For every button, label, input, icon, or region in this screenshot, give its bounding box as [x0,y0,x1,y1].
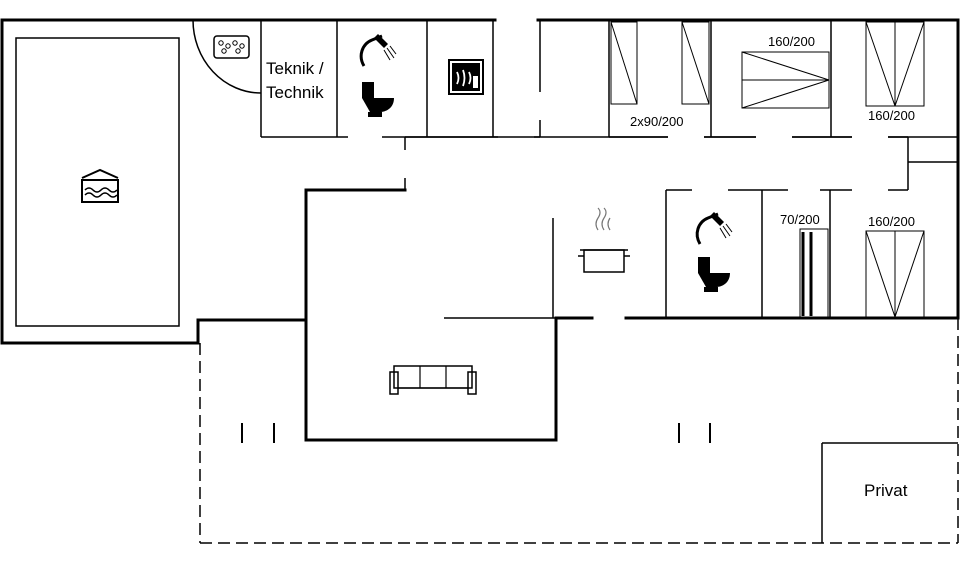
bedroom-2x90: 2x90/200 [608,20,712,141]
toilet-icon [698,257,730,292]
sauna-icon [448,59,484,95]
cooking-pot-icon [578,207,630,273]
bed-size-label: 160/200 [768,34,815,49]
bottom-right-rooms: 70/200 160/200 [665,186,925,318]
bed-size-label: 160/200 [868,214,915,229]
corridor-walls [401,136,958,191]
terrace-posts [241,423,711,443]
shower-icon [359,34,397,67]
whirlpool-area [192,19,262,94]
bedroom-160-right: 160/200 [831,21,958,141]
shower-icon [695,212,733,245]
bed-icon [865,21,925,107]
toilet-icon [362,82,394,117]
bed-icon [741,51,830,109]
privat-label: Privat [864,481,908,500]
bed-size-label: 160/200 [868,108,915,123]
bed-size-label: 2x90/200 [630,114,684,129]
bed-icon [610,21,710,105]
sofa-icon [389,365,477,395]
bed-size-label: 70/200 [780,212,820,227]
bed-icon [865,230,925,318]
pool-icon [81,168,119,203]
technik-label-2: Technik [266,83,324,102]
terrace-outline [199,318,959,544]
bed-icon [799,228,829,318]
bedroom-160-center: 160/200 [711,20,832,141]
technik-label: Teknik / [266,59,324,78]
kitchen-living [389,207,630,395]
private-area: Privat [821,442,958,543]
exterior-walls [0,18,960,442]
top-left-rooms: Teknik / Technik [260,20,541,141]
pool-room [15,37,180,327]
whirlpool-icon [213,35,250,59]
